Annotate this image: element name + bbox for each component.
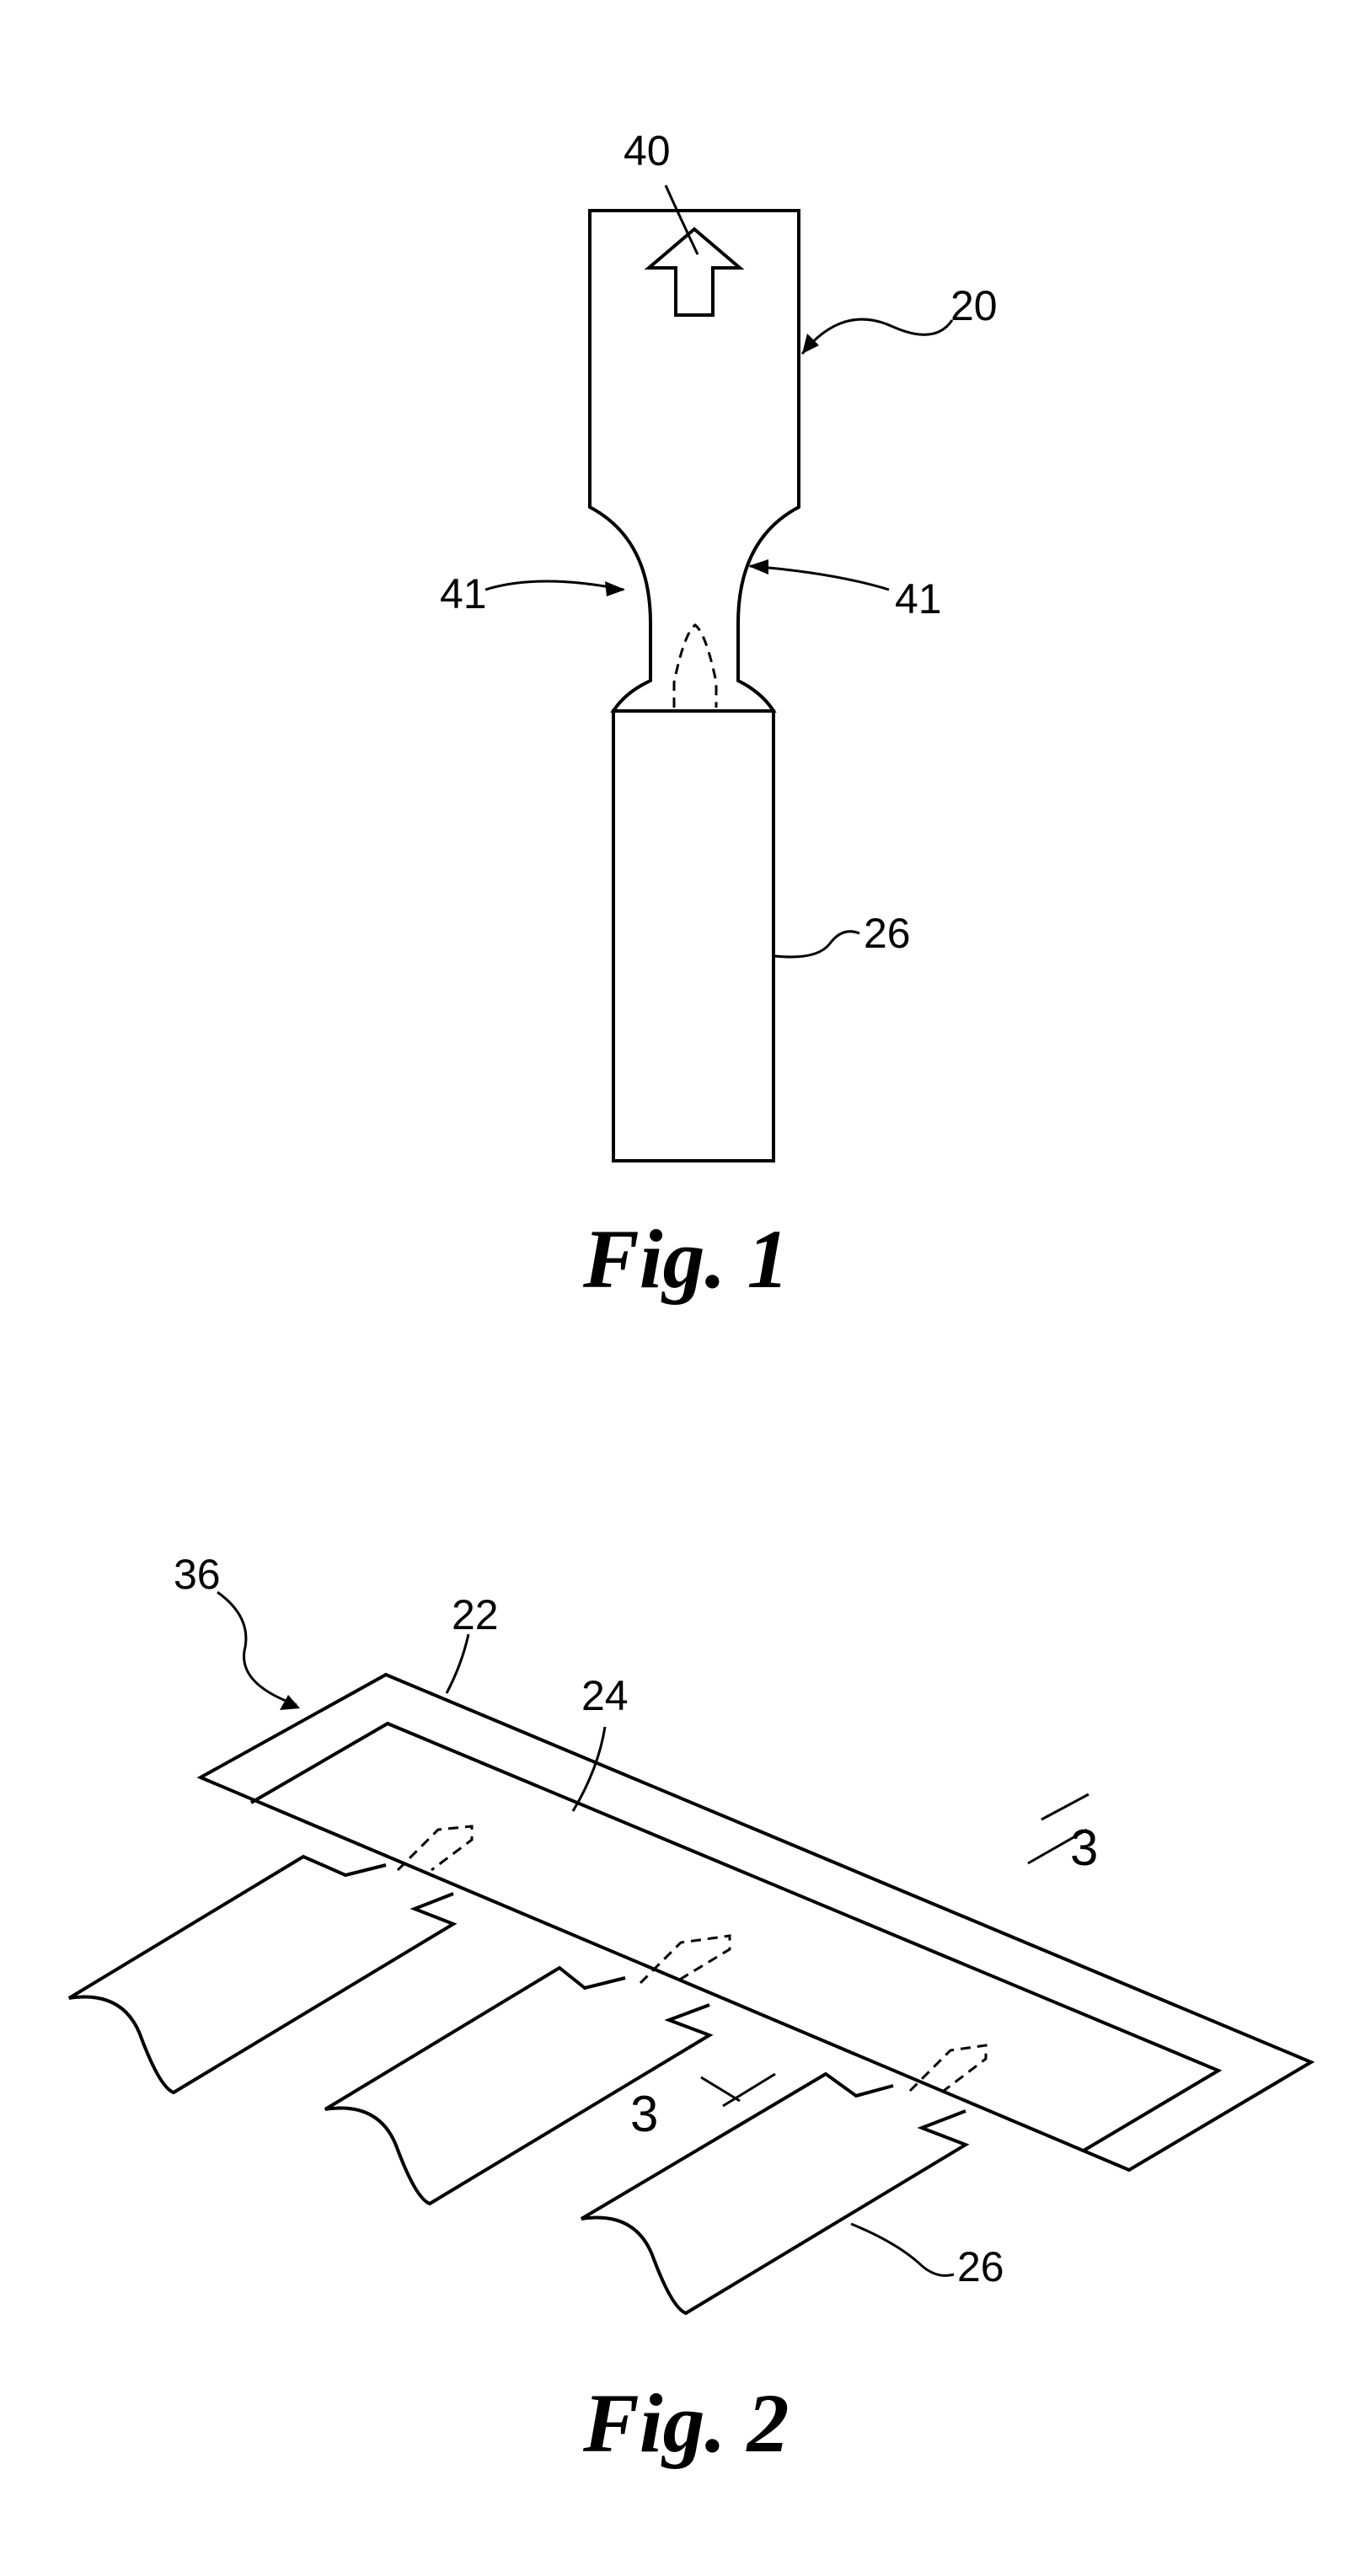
leader-22: [447, 1634, 468, 1693]
tab-26-outline: [613, 711, 774, 1161]
leader-41-right: [750, 566, 889, 590]
figure-2: 36 22 24 3 3 26 Fig. 2: [69, 1551, 1311, 2470]
leader-36: [217, 1592, 297, 1705]
hidden-tip: [674, 625, 716, 708]
caption-fig-1: Fig. 1: [582, 1212, 789, 1306]
tab-1-hidden-tip: [398, 1826, 472, 1870]
ref-26-fig2: 26: [957, 2243, 1004, 2290]
strip-20-outline: [590, 211, 799, 711]
leader-26-fig1: [775, 932, 859, 957]
ref-24: 24: [581, 1672, 629, 1719]
leader-24: [573, 1727, 605, 1811]
arrowhead-41-left: [605, 581, 625, 596]
ref-40: 40: [624, 127, 671, 174]
ref-41-right: 41: [895, 575, 942, 623]
panel-24-outline: [251, 1724, 1218, 2151]
arrowhead-41-right: [748, 559, 768, 575]
leader-20: [802, 319, 952, 354]
leader-26-fig2: [851, 2224, 954, 2275]
caption-fig-2: Fig. 2: [582, 2376, 789, 2470]
arrow-40: [649, 229, 740, 315]
leader-40: [666, 185, 698, 254]
ref-26-fig1: 26: [864, 910, 911, 957]
leader-41-left: [485, 581, 624, 590]
ref-36: 36: [174, 1551, 221, 1598]
ref-41-left: 41: [440, 570, 487, 617]
tab-1-outline: [69, 1857, 453, 2092]
ref-3-upper: 3: [1070, 1820, 1098, 1876]
figure-1: 40 20 41 41 26 Fig. 1: [440, 127, 998, 1306]
ref-20: 20: [950, 282, 998, 329]
section-mark-lower: [701, 2074, 775, 2106]
frame-22-outline: [201, 1675, 1311, 2170]
arrowhead-20: [802, 334, 819, 354]
ref-22: 22: [452, 1591, 499, 1638]
arrowhead-36: [280, 1695, 300, 1710]
tab-2-hidden-tip: [640, 1936, 730, 1983]
ref-3-lower: 3: [630, 2086, 658, 2142]
